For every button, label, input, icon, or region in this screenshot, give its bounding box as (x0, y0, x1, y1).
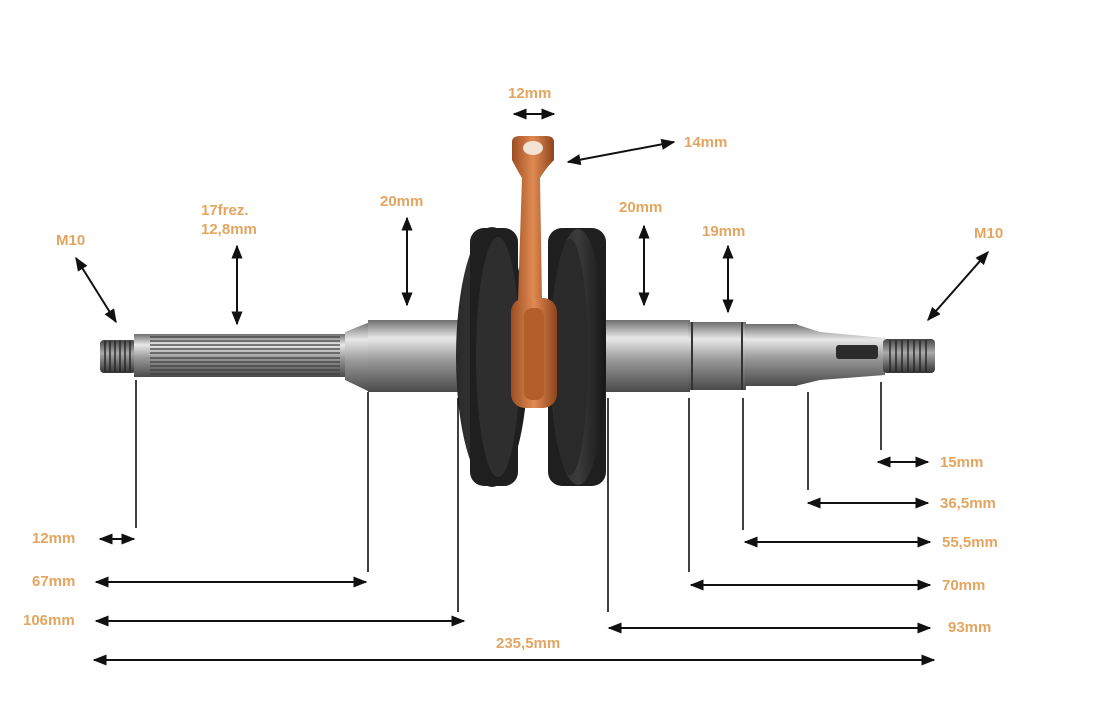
top-arrows (75, 108, 989, 326)
left-main-journal (368, 320, 460, 392)
left-taper (345, 322, 370, 392)
dim-total-label: 235,5mm (496, 635, 561, 652)
right-thread-grooves (889, 340, 927, 372)
spline-grooves (150, 336, 340, 375)
m10-right-arrow (927, 250, 989, 322)
dim-12-label: 12mm (32, 530, 76, 547)
bearing-right-label: 19mm (702, 223, 746, 240)
right-flywheel (548, 228, 606, 486)
m10-left-label: M10 (56, 232, 86, 249)
dim-106-label: 106mm (23, 612, 75, 629)
m10-right-label: M10 (974, 225, 1004, 242)
left-flywheel (456, 227, 528, 487)
dim-36-label: 36,5mm (940, 495, 996, 512)
spline-label-line2: 12,8mm (201, 221, 257, 238)
right-shaft-section (745, 324, 797, 386)
right-thread (883, 339, 935, 373)
spline-label-line1: 17frez. (201, 202, 249, 219)
pin-width-label: 12mm (508, 85, 552, 102)
bearing-seat (688, 322, 746, 390)
dim-93-label: 93mm (948, 619, 992, 636)
main-left-label: 20mm (380, 193, 424, 210)
rod-width-label: 14mm (684, 134, 728, 151)
main-right-label: 20mm (619, 199, 663, 216)
right-main-journal (600, 320, 690, 392)
connecting-rod (511, 136, 557, 408)
dim-67-label: 67mm (32, 573, 76, 590)
left-thread (100, 340, 136, 373)
dim-70-label: 70mm (942, 577, 986, 594)
left-thread-grooves (104, 341, 131, 372)
m10-left-arrow (75, 256, 117, 324)
dim-55-label: 55,5mm (942, 534, 998, 551)
crankshaft (100, 136, 935, 487)
dimension-arrows (92, 456, 936, 666)
rod-width-arrow (566, 138, 676, 166)
extension-lines (135, 380, 882, 612)
dim-15-label: 15mm (940, 454, 984, 471)
keyway (836, 345, 878, 359)
